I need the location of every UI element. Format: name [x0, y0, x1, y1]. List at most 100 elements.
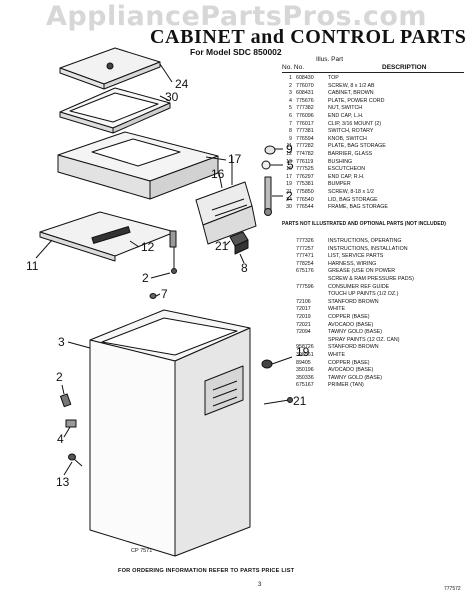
part-description: SCREW, 8-18 x 1/2: [328, 188, 374, 195]
figure-code: CP 7571: [131, 548, 153, 554]
page-title: CABINET and CONTROL PARTS: [150, 26, 467, 48]
callout-labels: 24 30 17 16 9 5 2 12 11 21 8 2 7 3 19 2 …: [26, 77, 310, 489]
illus-no: 24: [286, 196, 292, 203]
model-subtitle: For Model SDC 850002: [190, 47, 282, 57]
illus-no: 13: [286, 158, 292, 165]
document-code: 777572: [444, 586, 461, 592]
page-number: 3: [258, 582, 262, 588]
part-description: SCREW, 8 x 1/2 AB: [328, 82, 375, 89]
part-description: PLATE, POWER CORD: [328, 97, 385, 104]
illus-no: 21: [286, 188, 292, 195]
illus-no: 30: [286, 204, 292, 211]
site-watermark: AppliancePartsPros.com: [45, 1, 428, 32]
part-number: 608431: [296, 90, 314, 97]
part-number: 72021: [296, 321, 311, 328]
part-description: CABINET, BROWN: [328, 90, 374, 97]
callout-30: 30: [165, 90, 179, 104]
illus-no: 8: [289, 128, 292, 135]
part-description: KNOB, SWITCH: [328, 135, 367, 142]
callout-21-bottom: 21: [293, 394, 307, 408]
callout-12: 12: [141, 240, 155, 254]
part-number: 72017: [296, 306, 311, 313]
part-number: 776119: [296, 158, 314, 165]
part-description: SCREW & RAM PRESSURE PADS): [328, 275, 414, 282]
callout-21-top: 21: [215, 239, 229, 253]
part-description: CONSUMER REF GUIDE: [328, 283, 390, 290]
table-row: 777596 CONSUMER REF GUIDE: [282, 284, 467, 292]
part-description: NUT, SWITCH: [328, 105, 363, 112]
table-row: 350336 TAWNY GOLD (BASE): [282, 375, 467, 383]
callout-3: 3: [58, 335, 65, 349]
part-number: 958726: [296, 344, 314, 351]
illus-no: 19: [286, 181, 292, 188]
part-number: 777596: [296, 283, 314, 290]
illus-no: 3: [289, 90, 292, 97]
part-number: 350336: [296, 374, 314, 381]
table-row: TOUCH UP PAINTS (1/2 OZ.): [282, 291, 467, 299]
part-number: 777525: [296, 166, 314, 173]
part-number: 775381: [296, 181, 314, 188]
header-divider: [282, 72, 464, 73]
part-number: 777282: [296, 143, 314, 150]
callout-5: 5: [287, 158, 294, 172]
callout-2-mid: 2: [142, 271, 149, 285]
callout-11: 11: [26, 259, 39, 273]
part-number: 775676: [296, 97, 314, 104]
table-row: 13 776119 BUSHING: [282, 159, 467, 167]
callout-16: 16: [211, 167, 225, 181]
table-row: 19 775381 BUMPER: [282, 181, 467, 189]
callout-2-top: 2: [286, 189, 293, 203]
illus-no: 16: [286, 166, 292, 173]
part-number: 776594: [296, 135, 314, 142]
part-number: 776017: [296, 120, 314, 127]
part-number: 778254: [296, 260, 314, 267]
part-description: TAWNY GOLD (BASE): [328, 374, 383, 381]
callout-13: 13: [56, 475, 70, 489]
callout-4: 4: [57, 432, 64, 446]
part-number: 72106: [296, 298, 311, 305]
part-number: 776070: [296, 82, 314, 89]
part-description: SWITCH, ROTARY: [328, 128, 374, 135]
part-description: HARNESS, WIRING: [328, 260, 377, 267]
part-number: 72019: [296, 313, 311, 320]
part-description: LID, BAG STORAGE: [328, 196, 378, 203]
not-illustrated-note: PARTS NOT ILLUSTRATED AND OPTIONAL PARTS…: [282, 221, 446, 227]
part-description: FRAME, BAG STORAGE: [328, 204, 388, 211]
escutcheon-illustration: [195, 181, 257, 245]
part-description: COPPER (BASE): [328, 359, 370, 366]
bag-storage-frame-illustration: [59, 87, 171, 134]
part-description: STANFORD BROWN: [328, 298, 379, 305]
part-number: 675167: [296, 382, 314, 389]
part-description: BUSHING: [328, 158, 353, 165]
table-row: 72106 STANFORD BROWN: [282, 299, 467, 307]
bag-storage-plate-illustration: [39, 211, 176, 262]
part-number: 350196: [296, 367, 314, 374]
part-number: 777471: [296, 253, 314, 260]
part-description: PLATE, BAG STORAGE: [328, 143, 386, 150]
part-description: CLIP, 3/16 MOUNT (2): [328, 120, 382, 127]
ordering-note: FOR ORDERING INFORMATION REFER TO PARTS …: [118, 568, 295, 574]
part-number: 776297: [296, 173, 314, 180]
part-description: BUMPER: [328, 181, 351, 188]
part-description: ESCUTCHEON: [328, 166, 366, 173]
illus-no: 4: [289, 97, 292, 104]
